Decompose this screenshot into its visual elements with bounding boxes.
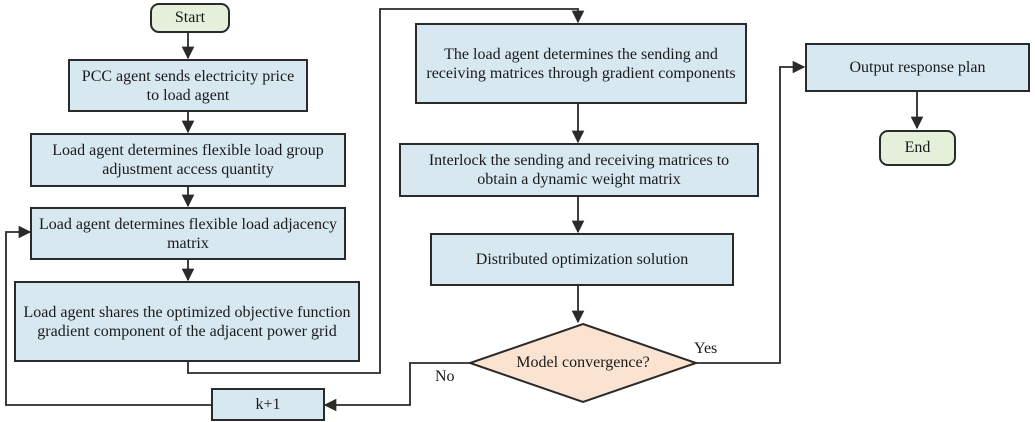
start-terminal: Start <box>150 3 230 33</box>
pcc-send-price-step: PCC agent sends electricity price to loa… <box>68 59 308 112</box>
end-label: End <box>904 139 931 156</box>
model-convergence-label: Model convergence? <box>516 354 650 371</box>
output-plan-step: Output response plan <box>805 43 1030 92</box>
interlock-matrices-step: Interlock the sending and receiving matr… <box>399 143 759 197</box>
load-adjacency-matrix-label: Load agent determines flexible load adja… <box>38 215 338 252</box>
load-share-gradient-step: Load agent shares the optimized objectiv… <box>14 281 360 362</box>
distributed-optimization-step: Distributed optimization solution <box>430 233 734 286</box>
arrow-k-to-adjacency <box>5 225 211 406</box>
arrow-yes-to-output <box>696 60 806 364</box>
no-edge-label: No <box>435 368 455 385</box>
end-terminal: End <box>879 130 956 166</box>
determine-matrices-label: The load agent determines the sending an… <box>426 45 736 82</box>
load-adjacency-matrix-step: Load agent determines flexible load adja… <box>30 207 346 260</box>
decision-diamond <box>466 322 700 404</box>
load-access-quantity-step: Load agent determines flexible load grou… <box>30 133 346 187</box>
distributed-optimization-label: Distributed optimization solution <box>475 251 689 268</box>
yes-edge-label: Yes <box>694 340 718 357</box>
arrow-share-to-determine <box>187 8 585 374</box>
load-access-quantity-label: Load agent determines flexible load grou… <box>52 142 324 178</box>
pcc-send-price-label: PCC agent sends electricity price to loa… <box>81 67 295 104</box>
arrow-no-to-k <box>323 362 470 412</box>
load-share-gradient-label: Load agent shares the optimized objectiv… <box>23 303 351 340</box>
model-convergence-decision: Model convergence? <box>470 346 696 380</box>
start-label: Start <box>174 9 206 26</box>
interlock-matrices-label: Interlock the sending and receiving matr… <box>428 152 730 188</box>
k-plus-1-step: k+1 <box>211 388 325 421</box>
output-plan-label: Output response plan <box>849 59 986 76</box>
determine-matrices-step: The load agent determines the sending an… <box>415 23 747 104</box>
k-plus-1-label: k+1 <box>255 396 281 413</box>
